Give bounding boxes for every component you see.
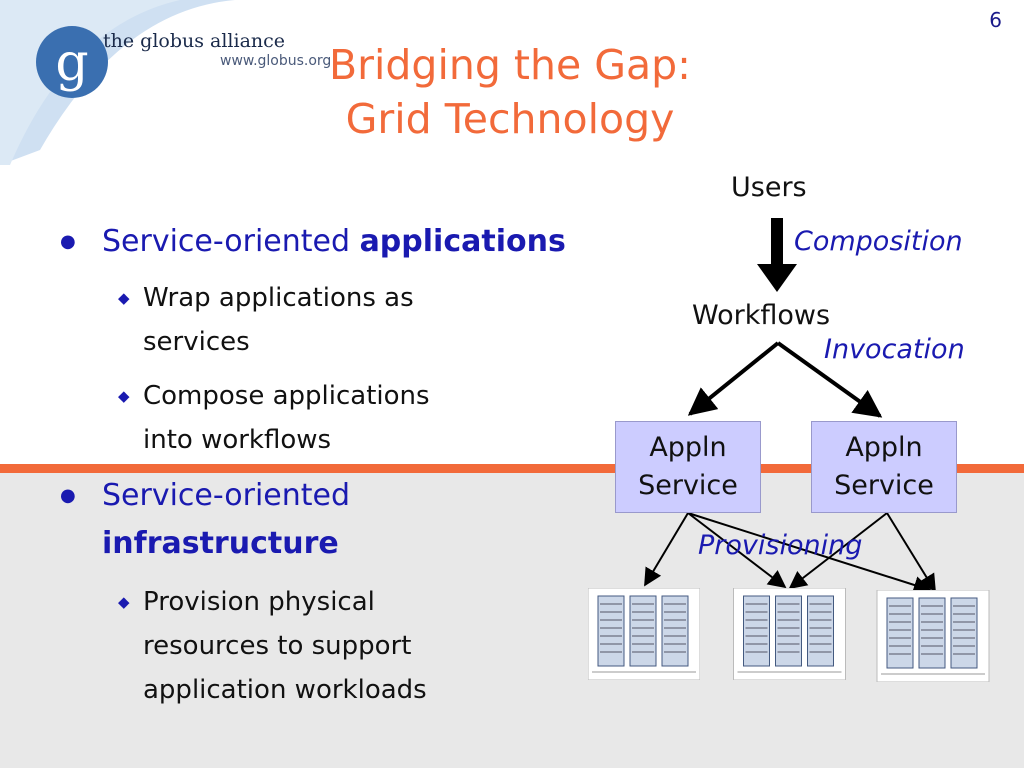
bullet-2-bold: infrastructure xyxy=(102,526,339,561)
composition-arrow-head xyxy=(757,264,797,292)
logo-name: the globus alliance xyxy=(103,30,286,52)
slide-title: Bridging the Gap: Grid Technology xyxy=(280,38,740,146)
bullet-2-prefix: Service-oriented xyxy=(102,478,351,513)
diamond-bullet-icon: ◆ xyxy=(118,593,130,611)
provision-arrow-3 xyxy=(687,512,932,594)
sub-bullet-3-line-2: resources to support xyxy=(143,631,412,661)
service-line-1: Appln xyxy=(649,432,727,463)
provision-arrow-2 xyxy=(687,512,787,589)
composition-arrow-shaft xyxy=(771,218,783,266)
service-line-2: Service xyxy=(834,470,934,501)
sub-bullet-3-line-3: application workloads xyxy=(143,675,427,705)
invocation-arrow-right xyxy=(776,341,883,418)
provision-arrow-5 xyxy=(886,512,936,593)
server-rack-icon xyxy=(588,588,700,680)
service-line-2: Service xyxy=(638,470,738,501)
composition-label: Composition xyxy=(794,226,963,257)
svg-text:g: g xyxy=(55,33,88,93)
appln-service-box-right: Appln Service xyxy=(811,421,957,513)
globus-g-icon xyxy=(36,26,108,98)
slide-number: 6 xyxy=(989,8,1002,32)
sub-bullet-2-line-1: Compose applications xyxy=(143,381,430,411)
users-label: Users xyxy=(731,172,807,203)
server-rack-icon xyxy=(733,588,846,680)
workflows-label: Workflows xyxy=(692,300,831,331)
appln-service-box-left: Appln Service xyxy=(615,421,761,513)
bullet-1-bold: applications xyxy=(359,224,566,259)
bullet-dot-icon: ● xyxy=(60,231,76,252)
title-line-1: Bridging the Gap: xyxy=(329,41,691,89)
divider-bar xyxy=(0,464,1024,473)
server-rack-icon xyxy=(876,590,990,682)
title-line-2: Grid Technology xyxy=(345,95,675,143)
provision-arrow-1 xyxy=(644,512,689,587)
diamond-bullet-icon: ◆ xyxy=(118,289,130,307)
lower-background xyxy=(0,471,1024,768)
service-line-1: Appln xyxy=(845,432,923,463)
globus-logo: g xyxy=(0,0,235,165)
sub-bullet-1-line-1: Wrap applications as xyxy=(143,283,414,313)
sub-bullet-3-line-1: Provision physical xyxy=(143,587,375,617)
logo-url: www.globus.org xyxy=(220,53,332,69)
bullet-dot-icon: ● xyxy=(60,485,76,506)
sub-bullet-2-line-2: into workflows xyxy=(143,425,332,455)
invocation-arrow-left xyxy=(687,341,780,416)
diamond-bullet-icon: ◆ xyxy=(118,387,130,405)
invocation-label: Invocation xyxy=(824,334,965,365)
bullet-1-prefix: Service-oriented xyxy=(102,224,360,259)
sub-bullet-1-line-2: services xyxy=(143,327,250,357)
provision-arrow-4 xyxy=(788,512,888,590)
provisioning-label: Provisioning xyxy=(698,530,863,561)
